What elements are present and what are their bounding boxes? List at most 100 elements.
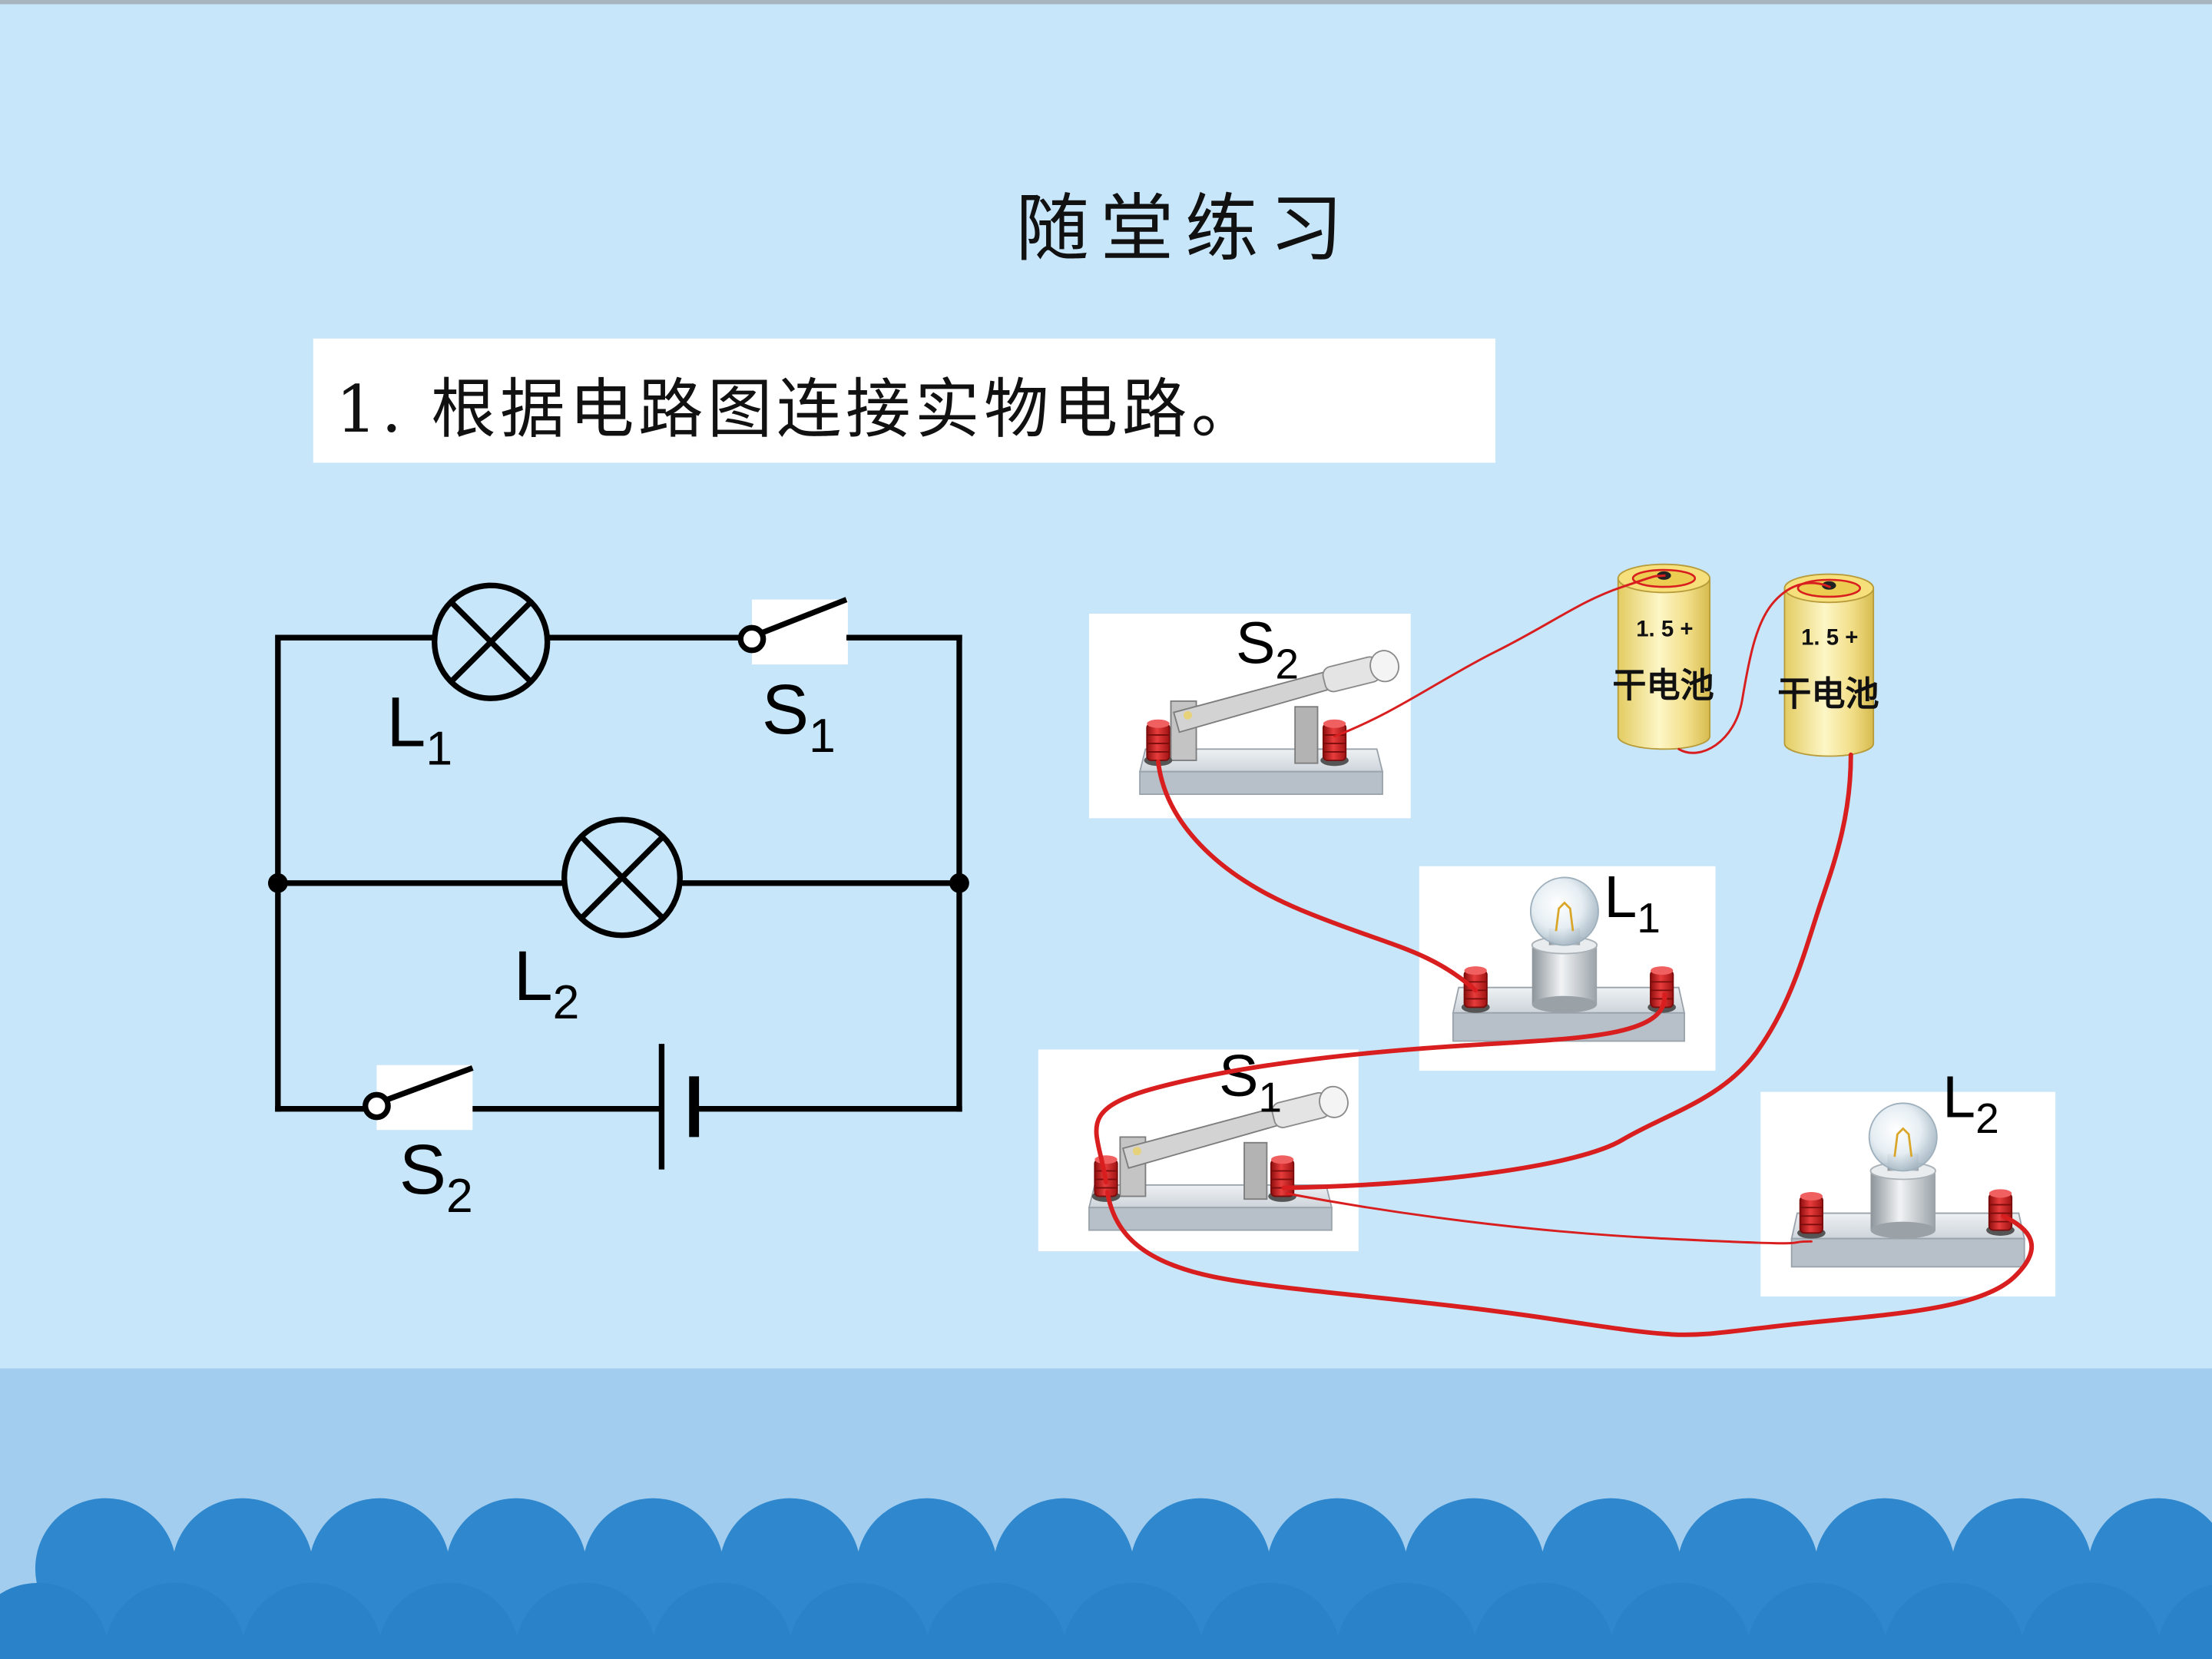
terminal-body xyxy=(1146,723,1171,761)
wave-bump xyxy=(104,1582,246,1659)
switch-s2-photo: S2 xyxy=(1088,610,1411,819)
wave-bump xyxy=(241,1582,382,1659)
switch-illustration xyxy=(1138,650,1399,795)
handle-knob xyxy=(1369,650,1399,683)
terminal-top xyxy=(1464,966,1487,975)
switch-handle xyxy=(1322,650,1399,693)
terminal-body xyxy=(1988,1192,2013,1231)
lamp-l1-photo: L1 xyxy=(1419,864,1716,1071)
wave-bump xyxy=(788,1582,930,1659)
label-l1: L1 xyxy=(386,684,452,776)
wave-bump xyxy=(2157,1584,2212,1659)
wave-bump xyxy=(515,1582,657,1659)
label-sub: 1 xyxy=(1258,1073,1282,1121)
question-box xyxy=(313,338,1495,463)
wire-s1-to-l2-left xyxy=(1285,1192,1813,1245)
wave-bump xyxy=(1609,1582,1751,1659)
battery-body xyxy=(1618,578,1710,737)
lamp-cross xyxy=(449,600,533,684)
photo-label-l1: L1 xyxy=(1604,864,1661,942)
terminal-top xyxy=(1323,719,1346,728)
lamp-circle xyxy=(432,582,551,701)
terminal-top xyxy=(1800,1192,1823,1201)
lamp-l2-symbol xyxy=(561,816,683,939)
battery-2: 1. 5 + 干电池 xyxy=(1777,573,1879,757)
switch-s2-symbol xyxy=(363,1065,474,1131)
battery-voltage: 1. 5 + xyxy=(1636,616,1693,641)
switch-pivot xyxy=(363,1091,391,1121)
wave-bump xyxy=(1472,1582,1614,1659)
lamp-socket xyxy=(1532,945,1598,1005)
label-l2: L2 xyxy=(514,937,580,1029)
switch-clip xyxy=(1294,706,1319,764)
battery-name: 干电池 xyxy=(1777,674,1879,714)
label-sub: 2 xyxy=(553,975,580,1029)
switch-blade xyxy=(759,597,848,637)
wave-bump xyxy=(0,1582,109,1659)
label-sub: 1 xyxy=(1637,894,1661,942)
terminal-body xyxy=(1270,1158,1295,1197)
label-sub: 2 xyxy=(1275,640,1299,687)
label-main: L xyxy=(386,684,426,762)
lamp-illustration xyxy=(1790,1102,2025,1268)
label-main: S xyxy=(1236,610,1275,676)
terminal-body xyxy=(1322,723,1347,761)
wave-bump xyxy=(1062,1582,1204,1659)
connection-wires xyxy=(1094,574,2035,1337)
switch-blade xyxy=(384,1065,474,1104)
terminal-left xyxy=(1797,1192,1826,1239)
label-sub: 1 xyxy=(426,722,452,776)
lamp-filament xyxy=(1555,901,1575,932)
wire-s2-to-battery1 xyxy=(1333,574,1666,738)
label-sub: 1 xyxy=(809,709,836,763)
switch-s1-symbol xyxy=(737,597,848,665)
lamp-circle xyxy=(561,816,683,939)
battery-body xyxy=(1784,588,1874,743)
label-main: L xyxy=(514,937,553,1015)
junction-dot xyxy=(949,873,969,893)
photo-label-s1: S1 xyxy=(1219,1043,1282,1121)
wave-decoration xyxy=(0,1498,2212,1659)
wire-s1-to-l2-right xyxy=(1104,1190,2035,1337)
wire-l1-to-s1 xyxy=(1094,992,1667,1185)
photo-label-l2: L2 xyxy=(1942,1065,1999,1142)
terminal-right xyxy=(1986,1189,2015,1236)
question-text: 1. 根据电路图连接实物电路。 xyxy=(336,372,1260,447)
switch-clip xyxy=(1243,1141,1268,1200)
handle-knob xyxy=(1319,1085,1349,1118)
terminal-top xyxy=(1270,1155,1294,1164)
terminal-left xyxy=(1144,719,1173,767)
label-s1: S1 xyxy=(762,671,836,763)
lamp-socket xyxy=(1870,1171,1936,1230)
battery-1: 1. 5 + 干电池 xyxy=(1612,563,1714,750)
label-s2: S2 xyxy=(399,1131,473,1223)
lamp-filament xyxy=(1893,1127,1913,1157)
lamp-socket-bottom xyxy=(1870,1221,1936,1239)
terminal-body xyxy=(1650,969,1674,1008)
wave-bump xyxy=(1746,1582,1888,1659)
wave-bump xyxy=(1336,1582,1478,1659)
switch-base-front xyxy=(1088,1207,1333,1231)
wire-battery2-to-s1 xyxy=(1281,752,1853,1190)
lamp-l1-symbol xyxy=(432,582,551,701)
wave-bump xyxy=(2020,1582,2161,1659)
photo-label-s2: S2 xyxy=(1236,610,1299,687)
slide-title: 随堂练习 xyxy=(1015,186,1354,272)
pivot-rivet xyxy=(1184,710,1193,720)
label-main: L xyxy=(1604,864,1637,930)
wire-s2-to-l1 xyxy=(1156,759,1479,993)
terminal-top xyxy=(1094,1155,1118,1164)
label-main: S xyxy=(1219,1043,1258,1109)
switch-pivot xyxy=(737,624,767,654)
wire-battery1-to-battery2 xyxy=(1677,581,1831,754)
wave-bump xyxy=(925,1582,1067,1659)
lamp-socket-bottom xyxy=(1532,995,1598,1013)
wave-bump xyxy=(1199,1582,1340,1659)
lamp-cross xyxy=(579,834,665,921)
label-sub: 2 xyxy=(1975,1094,1999,1142)
top-border xyxy=(0,0,2212,5)
terminal-top xyxy=(1147,719,1170,728)
junction-dot xyxy=(267,873,288,893)
label-main: L xyxy=(1942,1065,1975,1131)
terminal-right xyxy=(1320,719,1349,767)
